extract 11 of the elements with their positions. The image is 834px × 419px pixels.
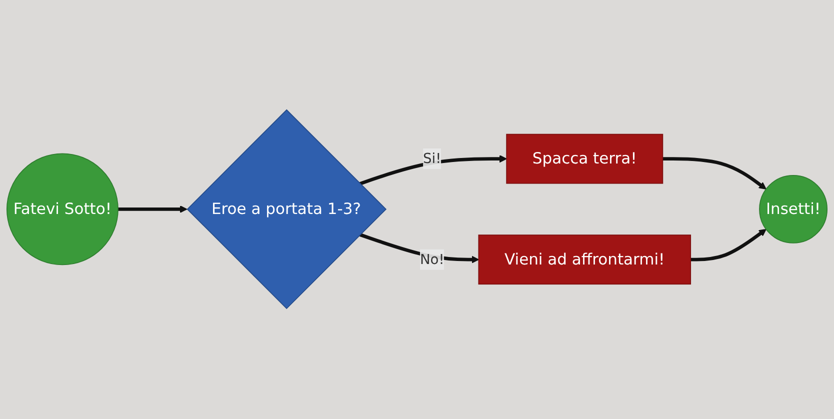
node-box: Vieni ad affrontarmi!	[478, 234, 692, 285]
arrow	[690, 229, 766, 262]
node-diamond: Eroe a portata 1-3?	[186, 110, 387, 310]
node-circle: Fatevi Sotto!	[6, 154, 118, 266]
node-box: Spacca terra!	[506, 134, 664, 184]
node-circle: Insetti!	[759, 175, 828, 244]
arrow	[359, 155, 507, 186]
edge-label: Si!	[423, 150, 442, 167]
arrow	[118, 206, 188, 214]
edge-label: No!	[420, 251, 444, 268]
arrow	[662, 157, 766, 190]
